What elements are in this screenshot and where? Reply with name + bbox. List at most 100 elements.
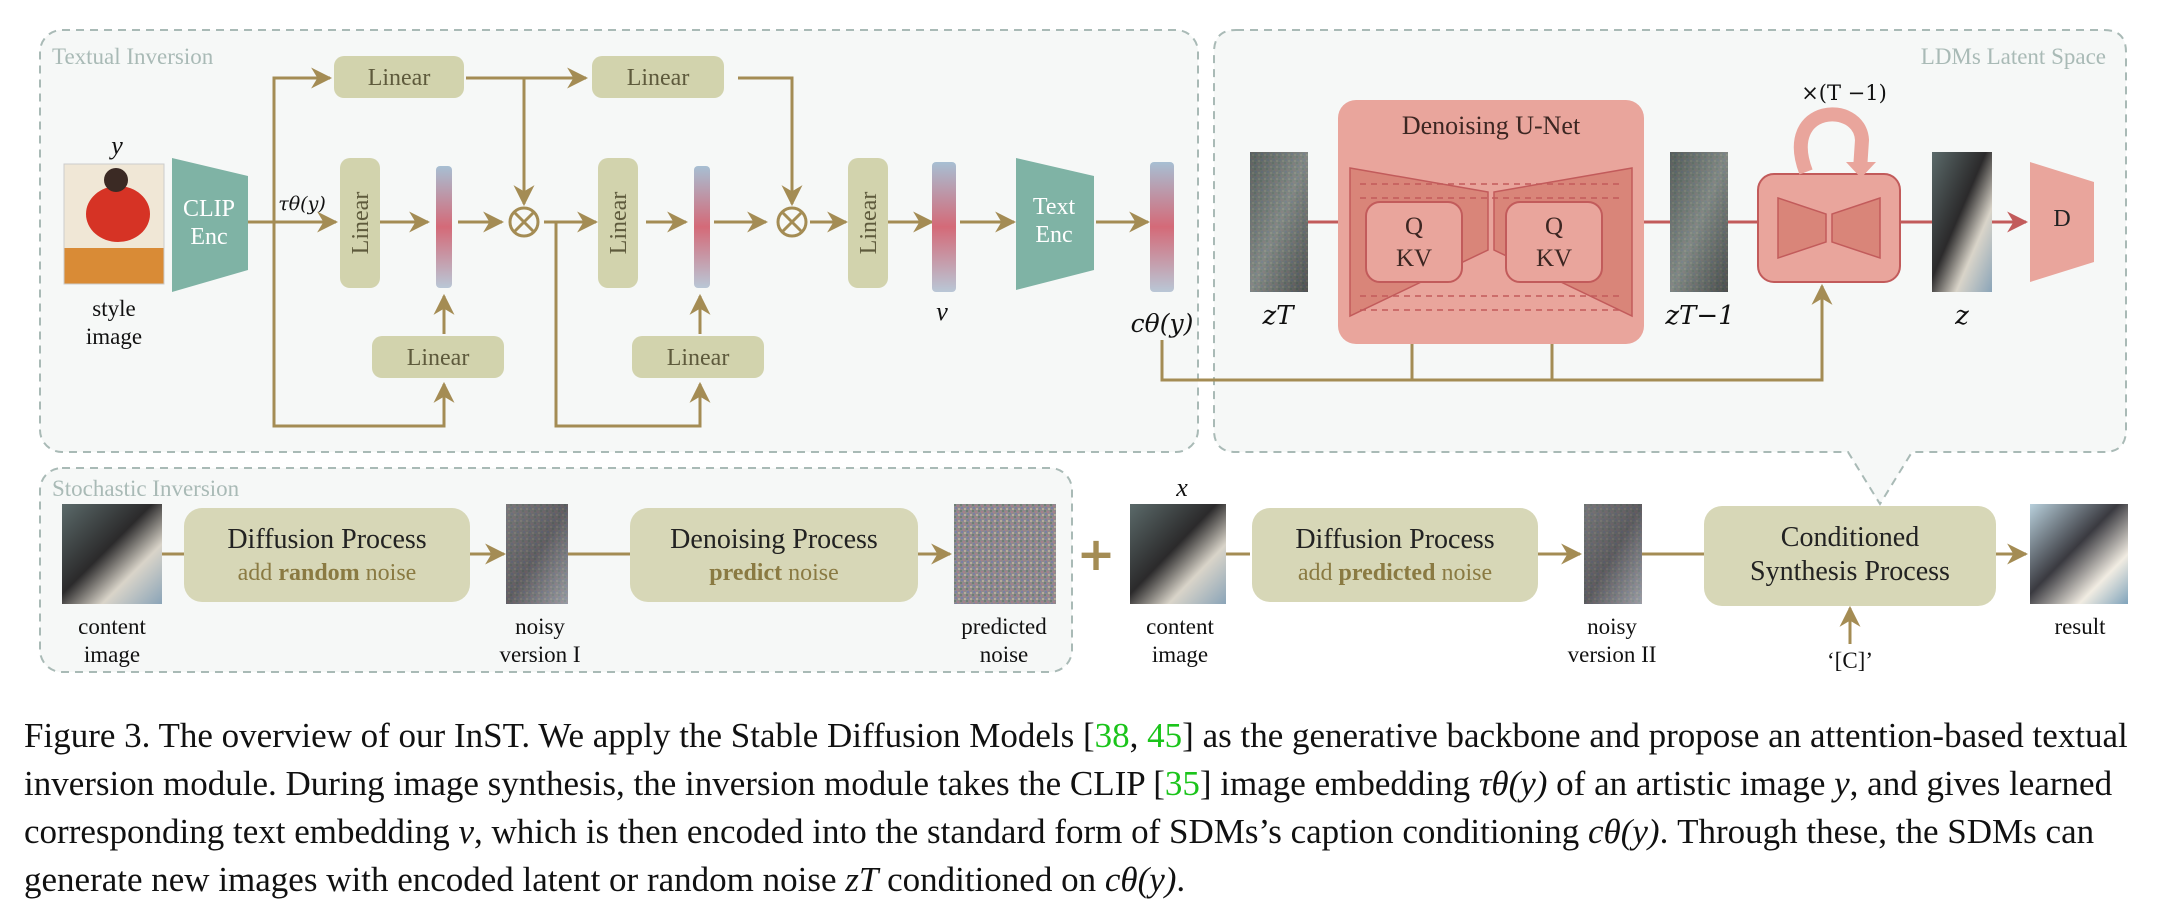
svg-text:KV: KV — [1536, 245, 1572, 272]
unet-title: Denoising U-Net — [1402, 111, 1581, 140]
linear-block-top-2: Linear — [592, 56, 724, 98]
math-zT: zT — [845, 860, 879, 899]
zT-1-latent-image — [1670, 152, 1728, 292]
diffusion-process-2: Diffusion Process add predicted noise — [1252, 508, 1538, 602]
svg-text:Linear: Linear — [627, 65, 690, 91]
stochastic-connections — [162, 543, 2029, 644]
noisy-version-1-label-1: noisy — [515, 614, 565, 639]
math-c-theta-2: cθ(y) — [1104, 860, 1177, 899]
result-label: result — [2054, 614, 2106, 639]
svg-text:Linear: Linear — [407, 345, 470, 371]
figure-caption: Figure 3. The overview of our InST. We a… — [24, 716, 2128, 899]
embedding-bar-2 — [694, 166, 710, 288]
style-image — [63, 163, 165, 285]
svg-text:Q: Q — [1405, 213, 1423, 240]
prompt-label: ‘[C]’ — [1827, 648, 1873, 673]
content-image-2-label-1: content — [1146, 614, 1214, 639]
svg-text:add random noise: add random noise — [238, 560, 417, 586]
decoder-label: D — [2053, 206, 2070, 232]
zT-label: zT — [1261, 301, 1295, 331]
diagram-canvas: Textual Inversion LDMs Latent Space Stoc… — [39, 29, 2128, 673]
svg-text:Linear: Linear — [667, 345, 730, 371]
linear-block-vertical-3: Linear — [848, 158, 888, 288]
clip-enc-label-1: CLIP — [183, 196, 235, 222]
citation-38[interactable]: 38 — [1094, 716, 1130, 755]
diffusion-process-1: Diffusion Process add random noise — [184, 508, 470, 602]
predicted-noise-image — [954, 504, 1056, 604]
svg-text:Linear: Linear — [856, 192, 882, 255]
clip-encoder — [172, 158, 248, 292]
denoising-process: Denoising Process predict noise — [630, 508, 918, 602]
noisy-version-2-image — [1584, 504, 1642, 604]
math-y: y — [1834, 764, 1850, 803]
loop-count-label: ×(T −1) — [1801, 81, 1887, 105]
z-label: z — [1954, 301, 1969, 331]
math-tau: τθ(y) — [1478, 764, 1548, 803]
noisy-version-1-label-2: version I — [499, 642, 580, 667]
content-image-1 — [62, 504, 162, 604]
svg-text:Linear: Linear — [368, 65, 431, 91]
textual-connections — [248, 67, 1833, 428]
linear-block-bottom-1: Linear — [372, 336, 504, 378]
c-theta-label: cθ(y) — [1131, 309, 1194, 338]
math-c-theta: cθ(y) — [1588, 812, 1660, 851]
svg-text:add predicted noise: add predicted noise — [1298, 560, 1492, 586]
latent-space-title: LDMs Latent Space — [1921, 44, 2106, 69]
style-image-label-1: style — [92, 296, 135, 321]
citation-45[interactable]: 45 — [1147, 716, 1183, 755]
svg-text:Synthesis Process: Synthesis Process — [1750, 556, 1950, 587]
svg-text:Denoising Process: Denoising Process — [670, 524, 878, 555]
zT-1-label: zT−1 — [1664, 301, 1734, 331]
svg-text:Linear: Linear — [606, 192, 632, 255]
linear-block-top-1: Linear — [334, 56, 464, 98]
textual-inversion-title: Textual Inversion — [52, 44, 214, 69]
svg-text:KV: KV — [1396, 245, 1432, 272]
svg-text:Conditioned: Conditioned — [1781, 522, 1919, 553]
content-image-2 — [1130, 504, 1226, 604]
plus-sign: + — [1077, 527, 1116, 581]
noisy-version-2-label-1: noisy — [1587, 614, 1637, 639]
content-image-label-1: content — [78, 614, 146, 639]
math-v: v — [458, 812, 475, 851]
v-label: v — [936, 297, 948, 326]
content-image-label-2: image — [84, 642, 140, 667]
noisy-version-1-image — [506, 504, 568, 604]
predicted-noise-label-1: predicted — [961, 614, 1047, 639]
attention-block-left: Q KV — [1365, 201, 1463, 283]
text-enc-label-2: Enc — [1035, 222, 1072, 248]
zT-latent-image — [1250, 152, 1308, 292]
attention-block-right: Q KV — [1505, 201, 1603, 283]
clip-enc-label-2: Enc — [190, 224, 227, 250]
loop-unet-block — [1757, 173, 1901, 283]
decoder — [2030, 162, 2094, 282]
loop-arrow-head — [1846, 162, 1876, 178]
stochastic-inversion-title: Stochastic Inversion — [52, 476, 240, 501]
predicted-noise-label-2: noise — [980, 642, 1029, 667]
citation-35[interactable]: 35 — [1164, 764, 1200, 803]
multiply-operator-1 — [508, 206, 540, 238]
y-label: y — [108, 131, 123, 160]
embedding-bar-1 — [436, 166, 452, 288]
tau-label: τθ(y) — [278, 193, 326, 215]
loop-arrow — [1793, 107, 1870, 175]
multiply-operator-2 — [776, 206, 808, 238]
text-encoder — [1016, 158, 1094, 290]
text-enc-label-1: Text — [1033, 194, 1076, 220]
svg-text:Diffusion Process: Diffusion Process — [227, 524, 426, 555]
linear-block-vertical-1: Linear — [340, 158, 380, 288]
linear-block-vertical-2: Linear — [598, 158, 638, 288]
style-image-label-2: image — [86, 324, 142, 349]
svg-text:Linear: Linear — [348, 192, 374, 255]
result-image — [2030, 504, 2128, 604]
content-image-2-label-2: image — [1152, 642, 1208, 667]
v-embedding-bar — [932, 162, 956, 292]
linear-block-bottom-2: Linear — [632, 336, 764, 378]
x-label: x — [1175, 473, 1188, 502]
c-embedding-bar — [1150, 162, 1174, 292]
noisy-version-2-label-2: version II — [1568, 642, 1657, 667]
svg-text:Q: Q — [1545, 213, 1563, 240]
svg-text:predict noise: predict noise — [709, 560, 839, 586]
z-latent-image — [1932, 152, 1992, 292]
svg-text:Diffusion Process: Diffusion Process — [1295, 524, 1494, 555]
